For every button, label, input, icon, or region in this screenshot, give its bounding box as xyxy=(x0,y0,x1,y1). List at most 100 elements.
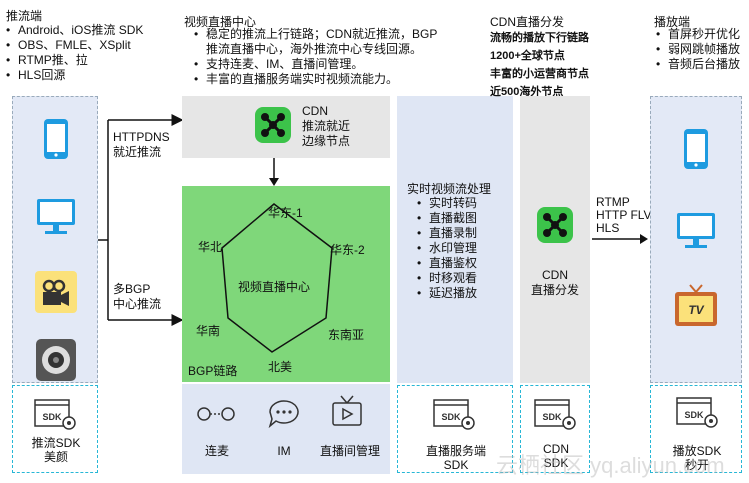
col-player-bullets: 首屏秒开优化 弱网跳帧播放 音频后台播放 xyxy=(654,27,740,72)
node-huanan: 华南 xyxy=(196,324,221,338)
svg-text:TV: TV xyxy=(688,303,704,317)
bullet: 延迟播放 xyxy=(415,286,477,301)
bullet-cont: 推流直播中心，海外推流中心专线回源。 xyxy=(192,42,437,57)
bgp-line1: 多BGP xyxy=(113,282,151,296)
feature-room-mgmt: 直播间管理 xyxy=(319,444,380,458)
sdk-icon: SDK xyxy=(676,397,718,428)
push-sdk-sub: 美颜 xyxy=(43,450,68,464)
im-chat-icon xyxy=(268,400,299,429)
tv-icon: TV xyxy=(675,284,717,326)
processing-title: 实时视频流处理 xyxy=(407,182,492,196)
phone-icon xyxy=(684,129,708,169)
cdn-network-icon xyxy=(255,107,291,143)
monitor-icon xyxy=(677,213,715,248)
httpdns-line1: HTTPDNS xyxy=(113,130,170,144)
server-sdk-box: SDK 直播服务端 SDK xyxy=(397,385,513,473)
col-player-title: 播放端 xyxy=(654,15,691,29)
bullet: 实时转码 xyxy=(415,196,477,211)
bullet: HLS回源 xyxy=(4,68,143,83)
bullet: 丰富的小运营商节点 xyxy=(490,68,589,80)
bullet: RTMP推、拉 xyxy=(4,53,143,68)
cdn-edge-label: CDN 推流就近 边缘节点 xyxy=(302,104,350,149)
protocol-rtmp: RTMP xyxy=(596,195,630,209)
httpdns-label: HTTPDNS 就近推流 xyxy=(113,130,170,160)
protocols-label: RTMP HTTP FLV HLS xyxy=(596,196,652,235)
stream-processing-panel: 实时视频流处理 实时转码 直播截图 直播录制 水印管理 直播鉴权 时移观看 延迟… xyxy=(397,96,513,383)
cdn-to-player-arrow xyxy=(592,234,648,244)
bullet: 首屏秒开优化 xyxy=(654,27,740,42)
server-sdk-line1: 直播服务端 xyxy=(425,444,486,458)
bullet: 支持连麦、IM、直播间管理。 xyxy=(192,57,437,72)
httpdns-line2: 就近推流 xyxy=(113,145,162,159)
feature-im: IM xyxy=(277,444,291,458)
node-huadong1: 华东-1 xyxy=(268,206,303,220)
cdn-network-icon xyxy=(537,207,573,243)
down-arrow xyxy=(269,158,279,186)
svg-text:SDK: SDK xyxy=(441,412,461,422)
cdn-dist-line2: 直播分发 xyxy=(530,283,579,297)
protocol-httpflv: HTTP FLV xyxy=(596,208,652,222)
bullet: 稳定的推流上行链路；CDN就近推流，BGP xyxy=(192,27,437,42)
sdk-icon: SDK xyxy=(433,399,475,430)
node-huabei: 华北 xyxy=(198,240,223,254)
bgp-line2: 中心推流 xyxy=(113,297,162,311)
cdn-edge-line3: 边缘节点 xyxy=(302,134,351,148)
cdn-distribution-panel: CDN 直播分发 xyxy=(520,96,590,383)
phone-icon xyxy=(44,119,68,159)
bullet: 直播鉴权 xyxy=(415,256,477,271)
tv-room-icon xyxy=(332,395,362,426)
bgp-center-panel: 华东-1 华东-2 华北 华南 北美 东南亚 视频直播中心 BGP链路 xyxy=(182,186,390,382)
svg-text:SDK: SDK xyxy=(42,412,62,422)
bgp-link-label: BGP链路 xyxy=(188,364,238,378)
node-beimei: 北美 xyxy=(268,360,293,374)
cdn-sdk-box: SDK CDN SDK xyxy=(520,385,590,473)
bullet: 1200+全球节点 xyxy=(490,50,565,62)
col-push-title: 推流端 xyxy=(6,9,43,23)
cdn-edge-line1: CDN xyxy=(302,104,328,118)
col-center-bullets: 稳定的推流上行链路；CDN就近推流，BGP 推流直播中心，海外推流中心专线回源。… xyxy=(192,27,437,87)
svg-text:SDK: SDK xyxy=(684,410,704,420)
push-sdk-box: SDK 推流SDK 美颜 xyxy=(12,385,98,473)
bullet: 丰富的直播服务端实时视频流能力。 xyxy=(192,72,437,87)
player-sdk-line2: 秒开 xyxy=(684,458,709,472)
sdk-icon: SDK xyxy=(34,399,76,430)
col-cdn-title: CDN直播分发 xyxy=(490,15,564,29)
push-sdk-label: 推流SDK xyxy=(31,436,81,450)
bullet-text: 推流直播中心，海外推流中心专线回源。 xyxy=(206,42,423,56)
bullet: 直播录制 xyxy=(415,226,477,241)
monitor-icon xyxy=(37,199,75,234)
bgp-push-label: 多BGP 中心推流 xyxy=(113,282,161,312)
sdk-icon: SDK xyxy=(534,399,576,430)
player-sdk-box: SDK 播放SDK 秒开 xyxy=(650,385,742,473)
bullet: 流畅的播放下行链路 xyxy=(490,32,589,44)
cdn-dist-line1: CDN xyxy=(542,268,568,282)
col-cdn-bullets: 流畅的播放下行链路 1200+全球节点 丰富的小运营商节点 近500海外节点 xyxy=(490,29,589,101)
push-devices-panel xyxy=(12,96,98,383)
cdn-edge-node: CDN 推流就近 边缘节点 xyxy=(182,96,390,158)
protocol-hls: HLS xyxy=(596,221,620,235)
bullet: 时移观看 xyxy=(415,271,477,286)
cdn-sdk-line1: CDN xyxy=(543,442,569,456)
video-camera-icon xyxy=(35,271,77,313)
bullet: 音频后台播放 xyxy=(654,57,740,72)
node-huadong2: 华东-2 xyxy=(330,243,365,257)
bullet: 近500海外节点 xyxy=(490,86,564,98)
hub-label: 视频直播中心 xyxy=(238,280,311,294)
svg-text:SDK: SDK xyxy=(542,412,562,422)
node-dongnanya: 东南亚 xyxy=(328,328,365,342)
push-arrows xyxy=(98,114,184,326)
col-push-bullets: Android、iOS推流 SDK OBS、FMLE、XSplit RTMP推、… xyxy=(4,23,143,83)
processing-bullets: 实时转码 直播截图 直播录制 水印管理 直播鉴权 时移观看 延迟播放 xyxy=(415,196,477,301)
server-sdk-line2: SDK xyxy=(443,458,469,472)
watermark: 云栖社区 yq.aliyun.com xyxy=(496,453,725,478)
bullet: OBS、FMLE、XSplit xyxy=(4,38,143,53)
webcam-icon xyxy=(36,339,76,381)
bullet: 水印管理 xyxy=(415,241,477,256)
feature-lianmai: 连麦 xyxy=(204,444,229,458)
bullet: Android、iOS推流 SDK xyxy=(4,23,143,38)
co-stream-icon xyxy=(197,407,235,421)
center-features-panel: 连麦 IM 直播间管理 xyxy=(182,384,390,474)
cdn-edge-line2: 推流就近 xyxy=(302,119,351,133)
player-sdk-line1: 播放SDK xyxy=(672,444,722,458)
bullet: 直播截图 xyxy=(415,211,477,226)
